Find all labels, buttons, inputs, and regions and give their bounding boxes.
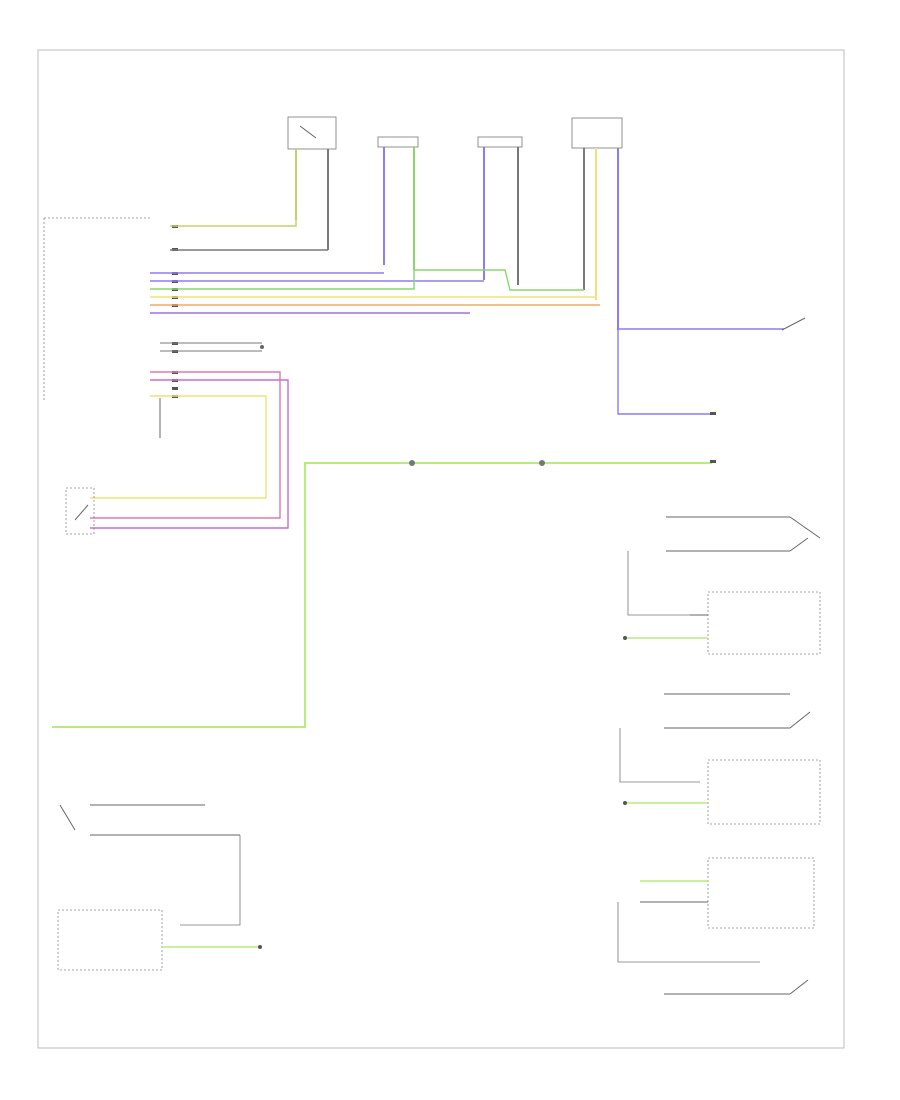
pressure-sensor-circuit (617, 317, 806, 463)
rf-door-switch (627, 516, 821, 616)
left-door-switch (59, 804, 241, 926)
driver-seat-switch (57, 909, 262, 971)
splice-2 (539, 460, 545, 466)
diagram-frame (37, 49, 845, 1049)
lr-door-switch-top (619, 693, 811, 783)
splice-1 (409, 460, 415, 466)
passenger-switch (617, 857, 815, 963)
top-component-ambient-sensor (287, 116, 337, 250)
top-component-fuel-tank-pressure (571, 117, 623, 330)
rr-door-switch (623, 591, 821, 655)
passenger-door-switch (664, 979, 809, 995)
pcm-harness (90, 220, 600, 529)
lr-door-switch-box (623, 759, 821, 825)
sensor-left (65, 487, 95, 535)
top-component-2 (377, 136, 419, 270)
green-bus-wire (52, 462, 712, 728)
top-component-3 (477, 136, 523, 285)
